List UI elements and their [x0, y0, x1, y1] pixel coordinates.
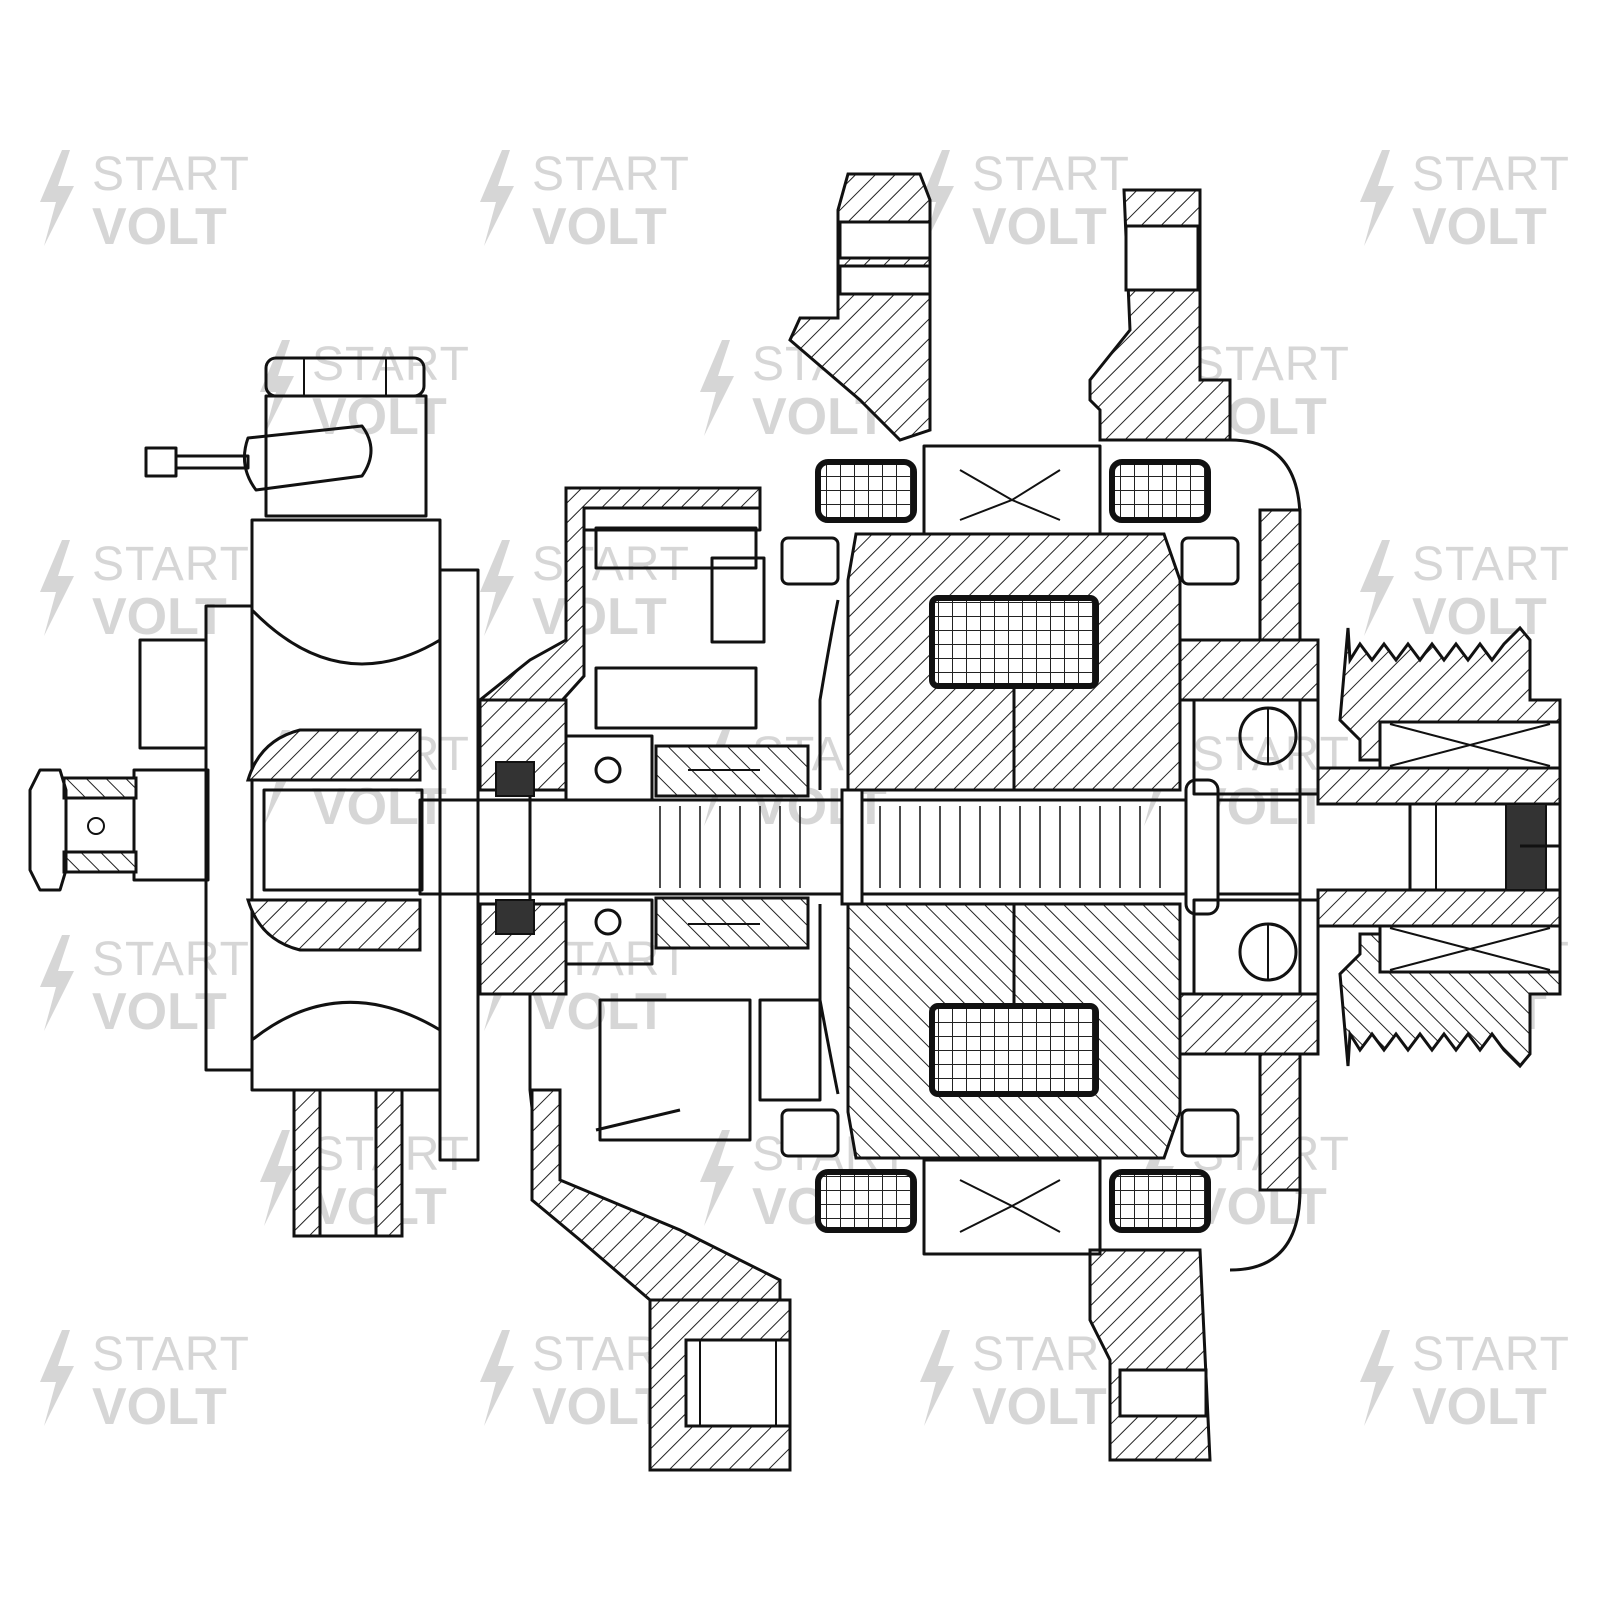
lightning-bolt-icon: [480, 1330, 514, 1426]
upper-mount-ear-front: [1088, 188, 1232, 442]
lightning-bolt-icon: [260, 1130, 294, 1226]
watermark-line1: START: [532, 538, 690, 591]
lightning-bolt-icon: [700, 340, 734, 436]
lightning-bolt-icon: [480, 540, 514, 636]
lower-mount-ear-rear: [648, 1298, 792, 1472]
lower-mount-ear-front: [1088, 1248, 1212, 1462]
watermark-line1: START: [92, 538, 250, 591]
watermark-line2: VOLT: [312, 778, 447, 836]
watermark-line1: START: [312, 338, 470, 391]
lightning-bolt-icon: [1360, 540, 1394, 636]
watermark-line2: VOLT: [532, 198, 667, 256]
watermark-line2: VOLT: [532, 1378, 667, 1436]
lightning-bolt-icon: [40, 540, 74, 636]
stator: [815, 444, 1211, 1256]
lightning-bolt-icon: [920, 150, 954, 246]
watermark-line1: START: [1412, 1328, 1570, 1381]
watermark-line1: START: [532, 148, 690, 201]
watermark-line2: VOLT: [532, 588, 667, 646]
front-housing: [1178, 438, 1320, 1272]
watermark-line1: START: [1412, 148, 1570, 201]
vacuum-pump: [28, 356, 480, 1238]
watermark-line2: VOLT: [972, 1378, 1107, 1436]
watermark-line1: START: [92, 148, 250, 201]
watermark-line1: START: [92, 1328, 250, 1381]
watermark-line1: START: [1412, 538, 1570, 591]
lightning-bolt-icon: [480, 150, 514, 246]
lightning-bolt-icon: [40, 150, 74, 246]
watermark-line2: VOLT: [1412, 1378, 1547, 1436]
pulley: [1316, 625, 1562, 1069]
lightning-bolt-icon: [1360, 1330, 1394, 1426]
rotor-shaft: [418, 778, 1302, 916]
rotor: [780, 532, 1240, 1160]
watermark-line1: START: [92, 933, 250, 986]
lightning-bolt-icon: [1360, 150, 1394, 246]
lightning-bolt-icon: [40, 935, 74, 1031]
lightning-bolt-icon: [260, 340, 294, 436]
upper-mount-ear-rear: [788, 172, 932, 442]
lightning-bolt-icon: [920, 1330, 954, 1426]
lightning-bolt-icon: [700, 1130, 734, 1226]
watermark-line2: VOLT: [92, 1378, 227, 1436]
slip-ring-assembly: [478, 698, 810, 996]
watermark-line1: START: [972, 148, 1130, 201]
lightning-bolt-icon: [40, 1330, 74, 1426]
watermark-line2: VOLT: [1412, 198, 1547, 256]
watermark-line2: VOLT: [92, 198, 227, 256]
watermark-line2: VOLT: [972, 198, 1107, 256]
